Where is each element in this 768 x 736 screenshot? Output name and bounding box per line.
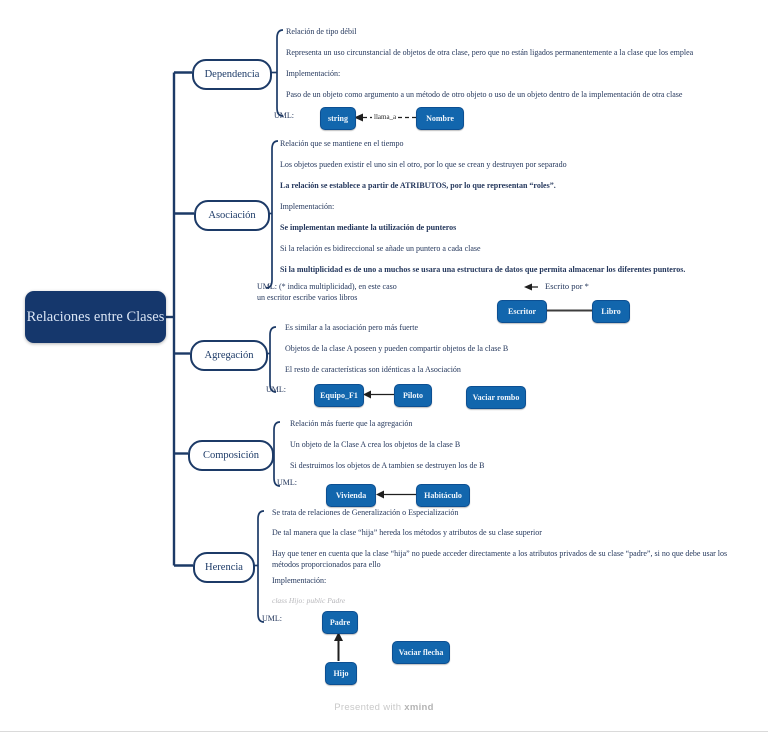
note-text: Es similar a la asociación pero más fuer… (285, 323, 419, 332)
note-text: Implementación: (280, 202, 335, 211)
uml-annotation: Escrito por * (545, 281, 589, 291)
note-text: Un objeto de la Clase A crea los objetos… (290, 440, 461, 449)
uml-box-nombre[interactable]: Nombre (416, 107, 464, 130)
note-text: Implementación: (286, 69, 341, 78)
note-text: Se trata de relaciones de Generalización… (272, 508, 459, 517)
uml-box-piloto[interactable]: Piloto (394, 384, 432, 407)
uml-box-escritor[interactable]: Escritor (497, 300, 547, 323)
xmind-brand-link[interactable]: xmind (404, 702, 434, 713)
root-topic[interactable]: Relaciones entre Clases (25, 291, 166, 343)
note-text: Objetos de la clase A poseen y pueden co… (285, 344, 509, 353)
uml-label: UML: (262, 614, 282, 623)
uml-box-vaciar-flecha[interactable]: Vaciar flecha (392, 641, 450, 664)
uml-box-padre[interactable]: Padre (322, 611, 358, 634)
note-text: Relación que se mantiene en el tiempo (280, 139, 404, 148)
uml-box-habitaculo[interactable]: Habitáculo (416, 484, 470, 507)
uml-box-hijo[interactable]: Hijo (325, 662, 357, 685)
uml-label: UML: (277, 478, 297, 487)
note-text: Si la multiplicidad es de uno a muchos s… (280, 265, 686, 274)
note-text: Relación de tipo débil (286, 27, 357, 36)
uml-arrow-label: llama_a (372, 113, 399, 121)
uml-box-libro[interactable]: Libro (592, 300, 630, 323)
note-text: Los objetos pueden existir el uno sin el… (280, 160, 567, 169)
note-text: Si la relación es bidireccional se añade… (280, 244, 481, 253)
note-text: Hay que tener en cuenta que la clase “hi… (272, 549, 728, 569)
note-text: La relación se establece a partir de ATR… (280, 181, 556, 190)
note-text: Si destruimos los objetos de A tambien s… (290, 461, 485, 470)
topic-herencia[interactable]: Herencia (193, 552, 255, 583)
code-note: class Hijo: public Padre (272, 596, 346, 605)
uml-box-string[interactable]: string (320, 107, 356, 130)
topic-composicion[interactable]: Composición (188, 440, 274, 471)
uml-box-equipo-f1[interactable]: Equipo_F1 (314, 384, 364, 407)
uml-box-vivienda[interactable]: Vivienda (326, 484, 376, 507)
note-text: Se implementan mediante la utilización d… (280, 223, 457, 232)
topic-agregacion[interactable]: Agregación (190, 340, 268, 371)
footer: Presented with xmind (0, 702, 768, 713)
footer-prefix: Presented with (334, 702, 402, 713)
topic-asociacion[interactable]: Asociación (194, 200, 270, 231)
uml-label: UML: (274, 111, 294, 120)
note-text: Relación más fuerte que la agregación (290, 419, 413, 428)
note-text: El resto de características son idéntica… (285, 365, 461, 374)
note-text: Paso de un objeto como argumento a un mé… (286, 90, 683, 99)
uml-box-vaciar-rombo[interactable]: Vaciar rombo (466, 386, 526, 409)
trunk-lines (166, 71, 194, 567)
uml-label: UML: (* indica multiplicidad), en este c… (257, 282, 397, 291)
note-text: De tal manera que la clase “hija” hereda… (272, 528, 542, 537)
uml-label: UML: (266, 385, 286, 394)
note-text: Representa un uso circunstancial de obje… (286, 48, 694, 57)
topic-dependencia[interactable]: Dependencia (192, 59, 272, 90)
page-bottom-edge (0, 731, 768, 732)
uml-label: un escritor escribe varios libros (257, 293, 358, 302)
note-text: Implementación: (272, 576, 327, 585)
uml-arrows (334, 113, 592, 661)
